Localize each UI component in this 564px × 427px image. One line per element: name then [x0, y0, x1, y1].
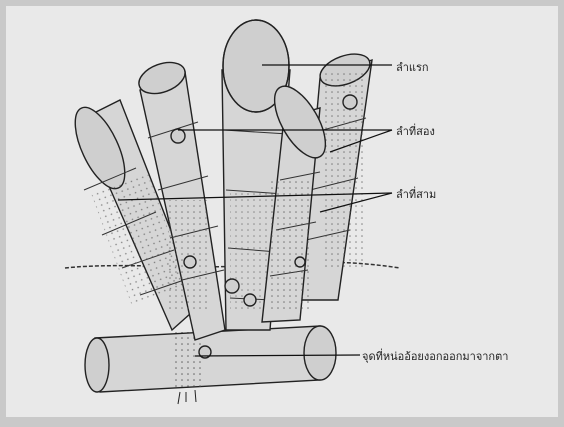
label-first-stalk: ลำแรก [396, 58, 429, 76]
label-second-stalk: ลำที่สอง [396, 122, 435, 140]
label-third-stalk: ลำที่สาม [396, 185, 436, 203]
label-bud-point: จุดที่หน่ออ้อยงอกออกมาจากตา [362, 347, 508, 365]
